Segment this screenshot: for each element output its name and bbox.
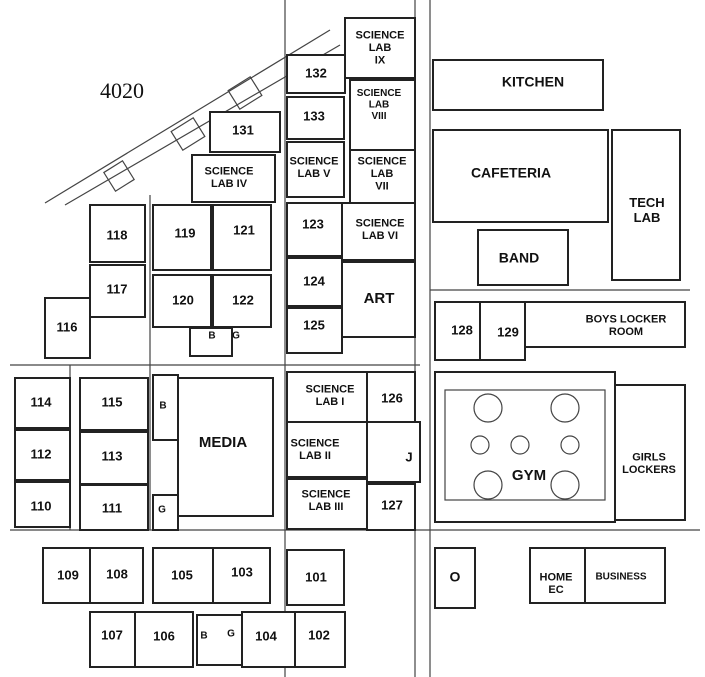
room-label-111: 111 — [102, 500, 122, 515]
room-label-133: 133 — [303, 108, 325, 123]
room-label-128: 128 — [451, 322, 473, 337]
room-label-boys-locker-room: ROOM — [609, 326, 643, 338]
room-label-105: 105 — [171, 567, 193, 582]
room-label-125: 125 — [303, 317, 325, 332]
room-label-science-lab-iv: SCIENCE — [205, 166, 254, 178]
room-label-tech-lab: TECH — [629, 195, 664, 210]
room-label-b-upper: B — [208, 331, 215, 342]
gym-court-markings — [444, 389, 606, 501]
building-number: 4020 — [100, 78, 144, 103]
room-label-girls-lockers: LOCKERS — [622, 464, 676, 476]
room-label-science-lab-ii: LAB II — [299, 450, 331, 462]
room-label-116: 116 — [57, 319, 78, 334]
room-label-science-lab-vi: LAB VI — [362, 230, 398, 242]
room-label-science-lab-i: SCIENCE — [306, 384, 355, 396]
room-label-114: 114 — [31, 394, 53, 409]
room-label-117: 117 — [107, 281, 128, 296]
room-label-109: 109 — [57, 567, 79, 582]
room-label-science-lab-vii: SCIENCE — [358, 155, 407, 167]
room-shapes — [14, 17, 686, 668]
room-label-104: 104 — [255, 628, 277, 643]
room-label-band: BAND — [499, 250, 539, 266]
room-label-126: 126 — [381, 390, 403, 405]
room-label-108: 108 — [106, 566, 128, 581]
room-label-101: 101 — [305, 569, 327, 584]
room-label-129: 129 — [497, 324, 519, 339]
room-label-science-lab-ix: IX — [375, 55, 386, 67]
room-label-cafeteria: CAFETERIA — [471, 165, 551, 181]
room-label-o: O — [450, 569, 461, 585]
room-label-science-lab-viii: LAB — [369, 100, 390, 111]
room-label-science-lab-ii: SCIENCE — [291, 438, 340, 450]
room-label-g-upper: G — [232, 331, 240, 342]
room-label-118: 118 — [107, 227, 128, 242]
room-label-science-lab-i: LAB I — [316, 396, 345, 408]
room-label-science-lab-ix: LAB — [369, 42, 392, 54]
room-label-106: 106 — [153, 628, 175, 643]
room-label-j: J — [405, 449, 412, 464]
room-label-119: 119 — [175, 225, 196, 240]
room-label-science-lab-v: SCIENCE — [290, 156, 339, 168]
room-label-girls-lockers: GIRLS — [632, 452, 666, 464]
room-label-boys-locker-room: BOYS LOCKER — [586, 314, 667, 326]
room-label-g-lower: G — [227, 629, 235, 640]
room-label-science-lab-ix: SCIENCE — [356, 29, 405, 41]
room-label-science-lab-iii: LAB III — [309, 501, 344, 513]
room-label-g-media: G — [158, 505, 166, 516]
room-label-113: 113 — [102, 448, 123, 463]
room-label-science-lab-viii: VIII — [371, 111, 386, 122]
room-label-121: 121 — [233, 222, 255, 237]
room-label-kitchen: KITCHEN — [502, 74, 564, 90]
room-label-science-lab-vii: VII — [375, 181, 388, 193]
room-label-science-lab-viii: SCIENCE — [357, 88, 402, 99]
room-label-science-lab-v: LAB V — [298, 168, 332, 180]
room-label-115: 115 — [102, 394, 123, 409]
room-label-tech-lab: LAB — [634, 210, 661, 225]
room-label-b-media: B — [159, 401, 166, 412]
room-labels: SCIENCELABIX132KITCHENSCIENCELABVIII1331… — [31, 29, 676, 643]
room-label-112: 112 — [31, 446, 52, 461]
room-label-102: 102 — [308, 627, 330, 642]
room-label-home-ec: HOME — [540, 572, 573, 584]
room-label-131: 131 — [232, 122, 254, 137]
room-label-103: 103 — [231, 564, 253, 579]
room-label-science-lab-vi: SCIENCE — [356, 218, 405, 230]
room-label-gym: GYM — [512, 467, 546, 484]
room-label-107: 107 — [101, 627, 123, 642]
room-label-business: BUSINESS — [595, 572, 646, 583]
room-label-science-lab-vii: LAB — [371, 168, 394, 180]
room-label-124: 124 — [303, 273, 325, 288]
room-label-art: ART — [364, 290, 395, 307]
room-label-home-ec: EC — [548, 584, 563, 596]
room-label-science-lab-iv: LAB IV — [211, 178, 248, 190]
room-label-110: 110 — [31, 498, 52, 513]
room-label-science-lab-iii: SCIENCE — [302, 489, 351, 501]
room-label-123: 123 — [302, 216, 324, 231]
room-label-120: 120 — [172, 292, 194, 307]
room-label-media: MEDIA — [199, 434, 248, 451]
room-label-b-lower: B — [200, 631, 207, 642]
room-label-127: 127 — [381, 497, 403, 512]
room-label-122: 122 — [232, 292, 254, 307]
room-label-132: 132 — [305, 65, 327, 80]
